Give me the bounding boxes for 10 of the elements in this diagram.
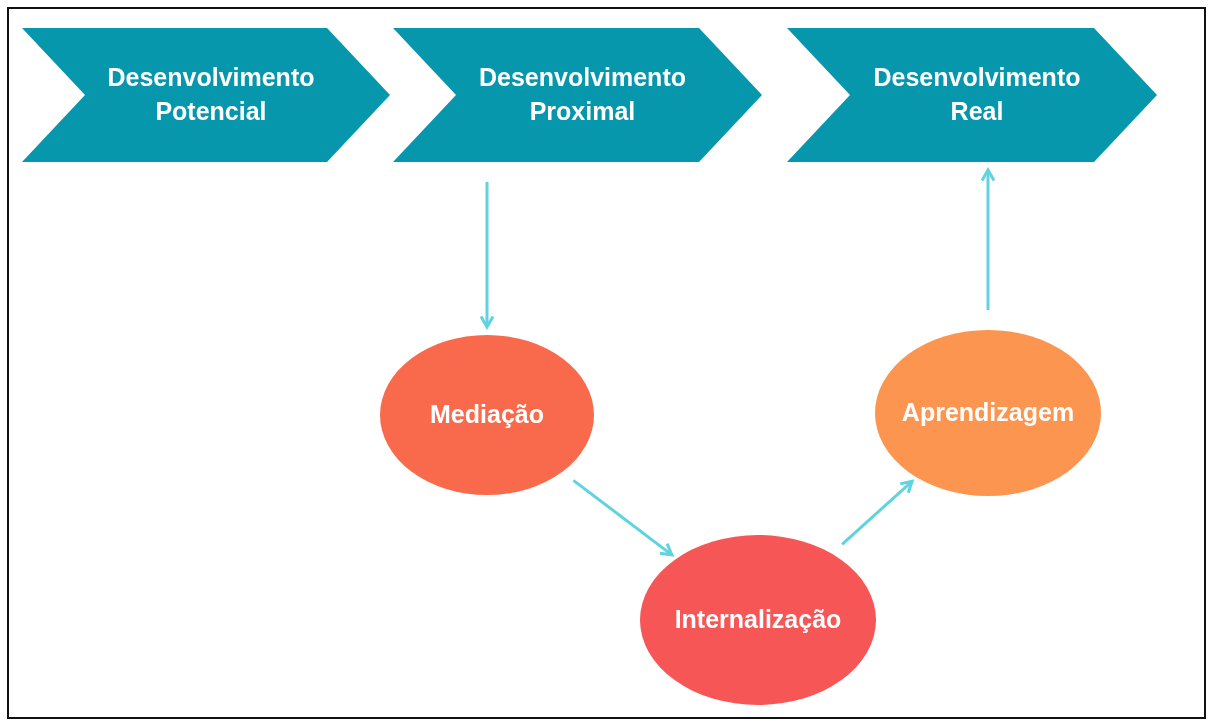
- arrow: [841, 479, 914, 546]
- stage-label: Desenvolvimento Proximal: [478, 62, 687, 127]
- arrow: [479, 182, 495, 329]
- arrow: [980, 168, 996, 310]
- arrow: [572, 479, 674, 557]
- stage-label: Desenvolvimento Potencial: [106, 62, 316, 127]
- stage-label: Desenvolvimento Real: [872, 62, 1082, 127]
- process-label: Internalização: [674, 604, 842, 636]
- process-label: Aprendizagem: [901, 397, 1075, 429]
- process-label: Mediação: [430, 399, 544, 431]
